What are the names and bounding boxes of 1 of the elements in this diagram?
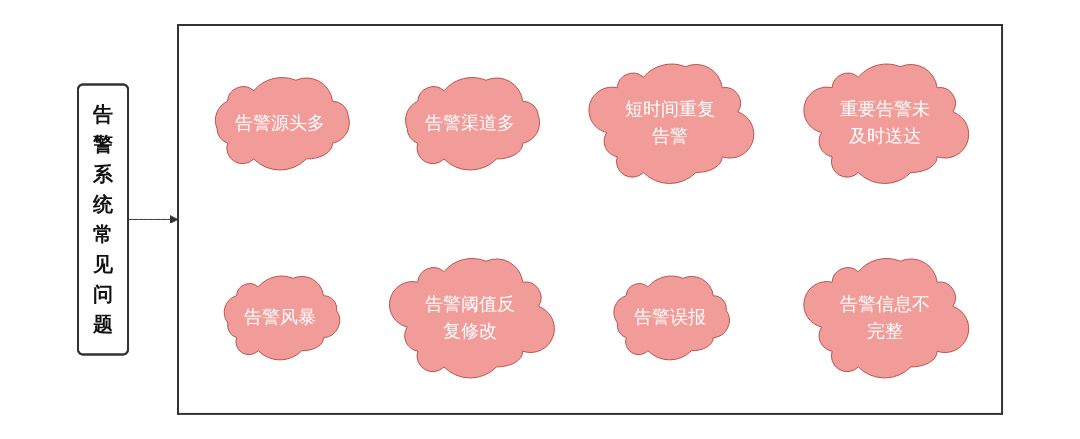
cluster xyxy=(177,24,1003,415)
